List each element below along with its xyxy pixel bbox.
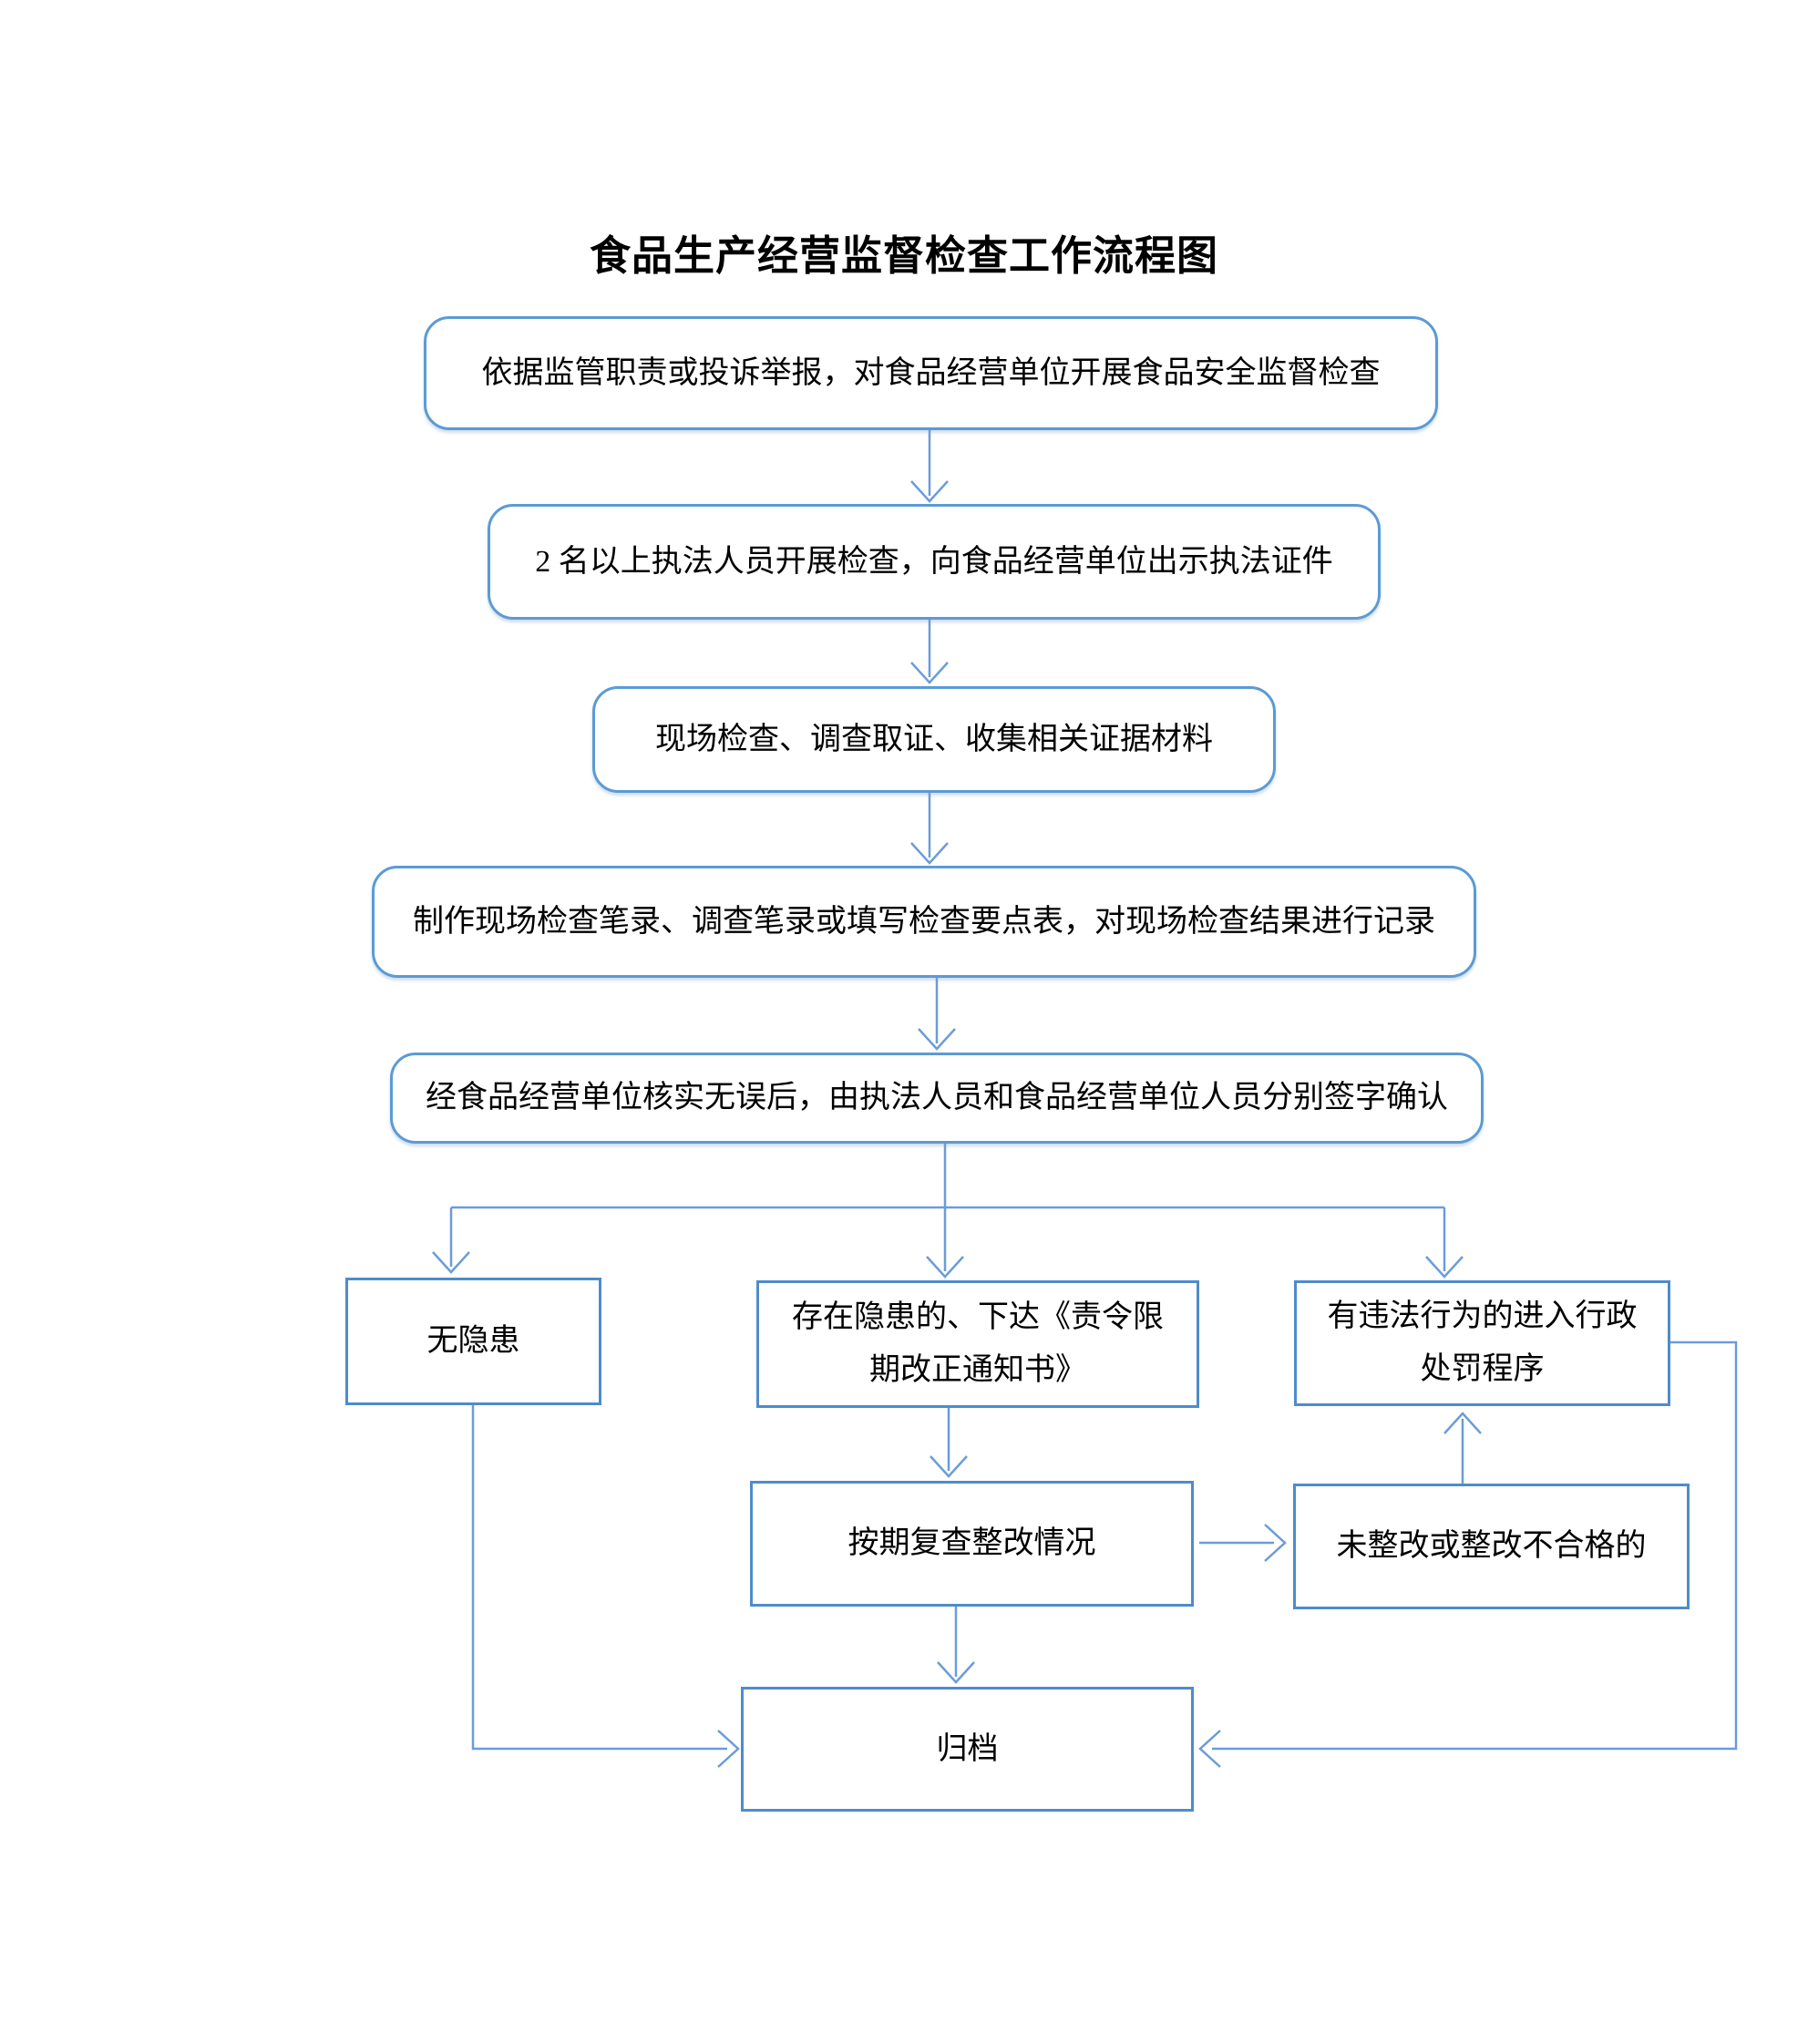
node-text-line: 归档 — [936, 1731, 999, 1766]
node-step-officers: 2 名以上执法人员开展检查，向食品经营单位出示执法证件 — [488, 504, 1381, 620]
branch-left-drop-head — [432, 1251, 470, 1274]
arrow-records-to-sign-head — [918, 1028, 956, 1051]
node-text-line: 存在隐患的、下达《责令限 — [792, 1300, 1164, 1334]
node-text-line: 有违法行为的进入行政 — [1327, 1299, 1638, 1333]
node-text-line: 无隐患 — [426, 1324, 520, 1358]
path-nohazard-to-archive-head — [717, 1730, 740, 1768]
node-archive: 归档 — [741, 1687, 1194, 1812]
path-illegal-to-archive-line — [1212, 1340, 1738, 1751]
node-no-hazard: 无隐患 — [345, 1278, 601, 1405]
node-text-line: 处罚程序 — [1420, 1352, 1545, 1386]
arrow-hazard-to-recheck-head — [930, 1455, 968, 1478]
arrow-recheck-to-archive-head — [937, 1661, 975, 1684]
arrow-onsite-to-records-head — [910, 842, 949, 865]
node-step-records: 制作现场检查笔录、调查笔录或填写检查要点表，对现场检查结果进行记录 — [372, 866, 1476, 978]
node-step-sign: 经食品经营单位核实无误后，由执法人员和食品经营单位人员分别签字确认 — [390, 1053, 1484, 1144]
node-text-line: 现场检查、调查取证、收集相关证据材料 — [655, 722, 1213, 756]
branch-mid-drop-head — [926, 1256, 964, 1279]
node-not-rectified: 未整改或整改不合格的 — [1293, 1484, 1690, 1609]
path-nohazard-to-archive-line — [471, 1405, 727, 1751]
node-text-line: 2 名以上执法人员开展检查，向食品经营单位出示执法证件 — [535, 544, 1333, 579]
arrow-officers-to-onsite-head — [910, 662, 949, 684]
arrow-notrectified-to-illegal-head — [1443, 1412, 1482, 1434]
arrow-basis-to-officers-head — [910, 480, 949, 503]
path-illegal-to-archive-head — [1198, 1730, 1221, 1768]
branch-right-drop-head — [1425, 1256, 1464, 1279]
node-text-line: 按期复查整改情况 — [848, 1526, 1096, 1560]
node-recheck: 按期复查整改情况 — [750, 1481, 1194, 1607]
node-text-line: 经食品经营单位核实无误后，由执法人员和食品经营单位人员分别签字确认 — [426, 1081, 1448, 1114]
node-step-basis: 依据监管职责或投诉举报，对食品经营单位开展食品安全监督检查 — [424, 316, 1438, 430]
node-illegal-penalty: 有违法行为的进入行政 处罚程序 — [1294, 1280, 1670, 1406]
arrow-recheck-to-notrectified-head — [1264, 1524, 1287, 1562]
node-text-line: 制作现场检查笔录、调查笔录或填写检查要点表，对现场检查结果进行记录 — [413, 904, 1435, 939]
node-text-line: 期改正通知书》 — [869, 1353, 1086, 1387]
node-text-line: 依据监管职责或投诉举报，对食品经营单位开展食品安全监督检查 — [481, 355, 1381, 390]
node-text-line: 未整改或整改不合格的 — [1336, 1529, 1647, 1563]
node-hazard-notice: 存在隐患的、下达《责令限 期改正通知书》 — [756, 1280, 1199, 1408]
page-title: 食品生产经营监督检查工作流程图 — [589, 233, 1218, 279]
node-step-onsite: 现场检查、调查取证、收集相关证据材料 — [592, 686, 1276, 793]
